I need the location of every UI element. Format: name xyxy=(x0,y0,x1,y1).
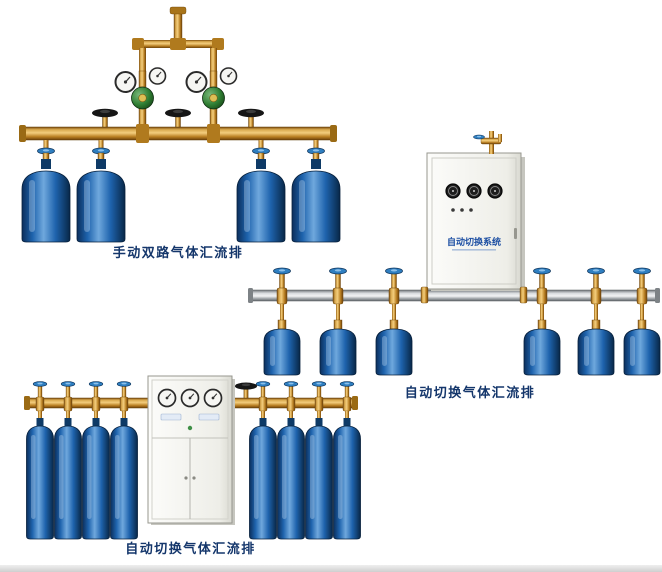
pipe-end-cap xyxy=(330,125,337,142)
pressure-regulator xyxy=(187,68,237,131)
gas-cylinder xyxy=(110,417,138,540)
gas-cylinder xyxy=(54,417,82,540)
gas-cylinder xyxy=(249,417,277,540)
shutoff-valve-handwheel xyxy=(237,108,265,128)
pressure-gauge xyxy=(487,183,503,199)
door-knob xyxy=(184,476,188,480)
pipe-tee xyxy=(207,124,220,143)
cylinder-connector xyxy=(93,140,110,162)
cabinet-handle xyxy=(514,228,517,239)
gas-cylinder xyxy=(319,319,357,376)
pressure-regulator xyxy=(116,68,166,131)
figure-caption-manual-dual: 手动双路气体汇流排 xyxy=(112,246,244,261)
shutoff-valve-handwheel xyxy=(91,108,119,128)
pipe-end-cap xyxy=(248,288,253,303)
gas-cylinder xyxy=(577,319,615,376)
pressure-gauge xyxy=(203,388,223,408)
page-bottom-edge xyxy=(0,565,662,572)
valve-handwheel xyxy=(473,134,485,140)
gas-cylinder xyxy=(523,319,561,376)
pipe-tee xyxy=(136,124,149,143)
pressure-gauge xyxy=(445,183,461,199)
gas-cylinder xyxy=(76,158,126,243)
auto-switch-manifold-illustration: 自动切换系统 xyxy=(248,131,661,376)
riser-pipe xyxy=(210,48,217,74)
indicator-light xyxy=(187,425,193,431)
pressure-gauge xyxy=(466,183,482,199)
pipe-end-cap xyxy=(352,396,358,410)
gas-cylinder xyxy=(333,417,361,540)
figure-caption-auto-switch-bottom: 自动切换气体汇流排 xyxy=(125,542,256,557)
indicator-light xyxy=(451,208,455,212)
control-cabinet xyxy=(426,152,522,290)
pipe-cabinet-connector xyxy=(420,286,429,304)
gas-cylinder xyxy=(305,417,333,540)
indicator-light xyxy=(469,208,473,212)
gas-cylinder xyxy=(277,417,305,540)
gas-cylinder xyxy=(26,417,54,540)
cylinder-connector xyxy=(38,140,55,162)
pipe-end-cap xyxy=(655,288,660,303)
figure-auto-switch-manifold-bottom xyxy=(18,370,363,542)
auto-switch-manifold-bottom-illustration xyxy=(24,375,361,540)
cabinet-label-plate xyxy=(160,413,182,421)
pipe-end-cap xyxy=(24,396,30,410)
pipe-tee xyxy=(170,38,186,50)
cabinet-sublabel-line xyxy=(452,249,496,251)
gas-cylinder xyxy=(82,417,110,540)
outlet-fitting xyxy=(498,134,502,142)
figure-auto-switch-manifold-right: 自动切换系统 xyxy=(246,128,662,380)
shutoff-valve-handwheel xyxy=(164,108,192,128)
pipe-cabinet-connector xyxy=(519,286,528,304)
figure-manual-dual-manifold xyxy=(8,6,348,244)
pipe-elbow xyxy=(212,38,224,50)
gas-cylinder xyxy=(263,319,301,376)
outlet-fitting xyxy=(169,6,187,15)
figure-caption-auto-switch-right: 自动切换气体汇流排 xyxy=(404,386,536,401)
pipe-elbow xyxy=(132,38,144,50)
cabinet-label-plate xyxy=(198,413,220,421)
gas-cylinder xyxy=(375,319,413,376)
cabinet-door-panel xyxy=(431,157,517,285)
pipe-end-cap xyxy=(19,125,26,142)
pressure-gauge xyxy=(157,388,177,408)
manual-dual-manifold-illustration xyxy=(19,6,341,243)
shutoff-valve-handwheel xyxy=(234,382,258,399)
cabinet-label: 自动切换系统 xyxy=(447,236,501,248)
pressure-gauge xyxy=(180,388,200,408)
door-knob xyxy=(192,476,196,480)
indicator-light xyxy=(460,208,464,212)
gas-cylinder xyxy=(623,319,661,376)
gas-cylinder xyxy=(21,158,71,243)
riser-pipe xyxy=(139,48,146,74)
